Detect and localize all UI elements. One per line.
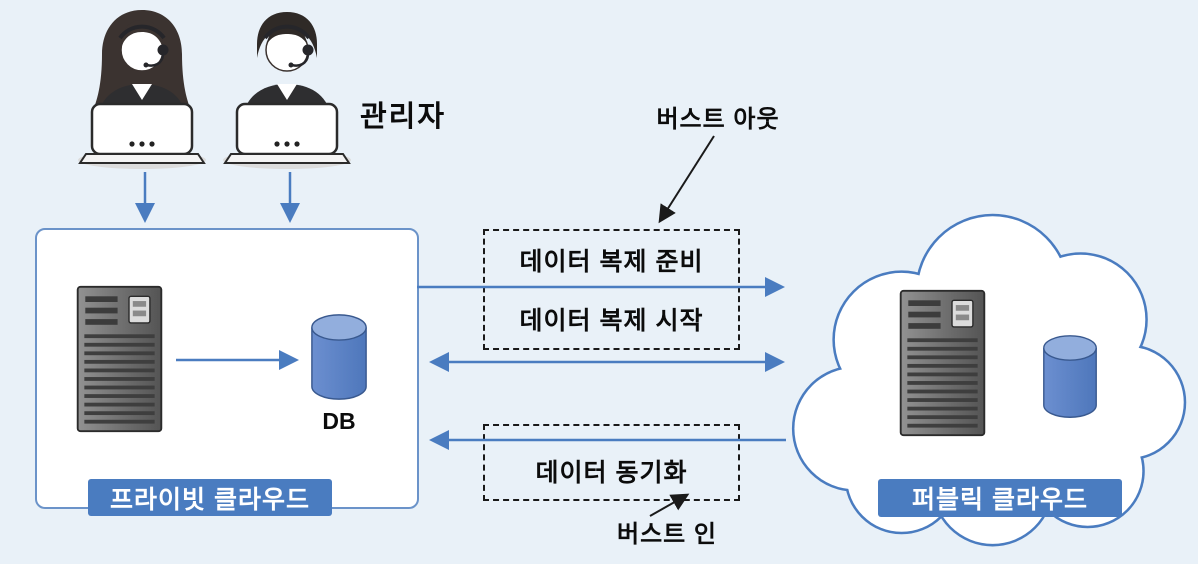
- burst-out-label: 버스트 아웃: [656, 106, 780, 133]
- replication-prepare-label: 데이터 복제 준비: [519, 248, 704, 277]
- private-cloud-badge: 프라이빗 클라우드: [88, 479, 332, 516]
- server-icon-private: [76, 285, 163, 433]
- admin-label: 관리자: [360, 101, 447, 133]
- admin-female-icon: [78, 10, 206, 169]
- db-label: DB: [322, 408, 356, 434]
- server-icon-public: [899, 289, 986, 437]
- replication-dashed-box: 데이터 복제 준비 데이터 복제 시작: [483, 229, 740, 350]
- admin-male-icon: [223, 12, 351, 169]
- db-icon-private: [311, 314, 367, 400]
- sync-dashed-box: 데이터 동기화: [483, 424, 740, 501]
- db-icon-public: [1043, 335, 1097, 418]
- replication-start-label: 데이터 복제 시작: [519, 306, 704, 335]
- burst-in-label: 버스트 인: [617, 521, 717, 548]
- sync-label: 데이터 동기화: [535, 458, 688, 487]
- arrow-burst-out: [658, 135, 715, 224]
- public-cloud-badge: 퍼블릭 클라우드: [878, 479, 1122, 517]
